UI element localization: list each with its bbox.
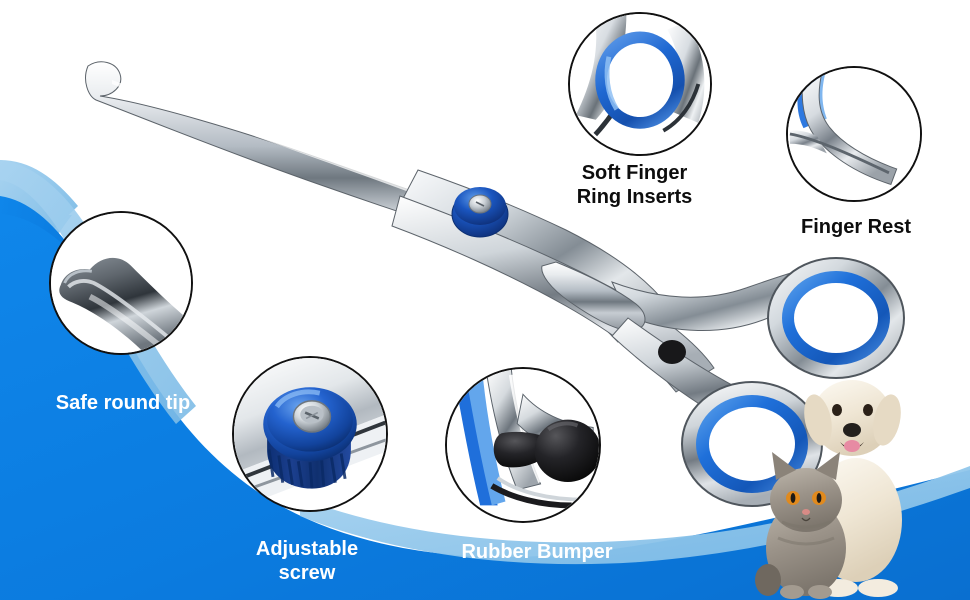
wave-primary-body	[0, 214, 970, 600]
pets-photo	[755, 380, 902, 599]
safe-round-tip-detail	[51, 213, 191, 353]
label-rubber-bumper: Rubber Bumper	[461, 541, 613, 563]
cat	[755, 452, 846, 599]
callout-safe-round-tip	[49, 211, 193, 355]
label-adjustable-screw: Adjustable screw	[255, 538, 359, 584]
finger-rest-detail	[788, 68, 920, 200]
adjustable-screw-detail	[234, 358, 386, 510]
callout-finger-rest	[786, 66, 922, 202]
rubber-bumper-detail	[447, 369, 599, 521]
label-safe-round-tip: Safe round tip	[55, 392, 191, 414]
label-finger-rest: Finger Rest	[800, 216, 912, 238]
wave-secondary-right	[300, 466, 970, 565]
dog	[804, 380, 902, 597]
label-soft-finger-ring-inserts: Soft Finger Ring Inserts	[576, 162, 693, 208]
soft-finger-ring-insert-detail	[570, 14, 710, 154]
callout-soft-finger-ring-inserts	[568, 12, 712, 156]
callout-rubber-bumper	[445, 367, 601, 523]
callout-adjustable-screw	[232, 356, 388, 512]
